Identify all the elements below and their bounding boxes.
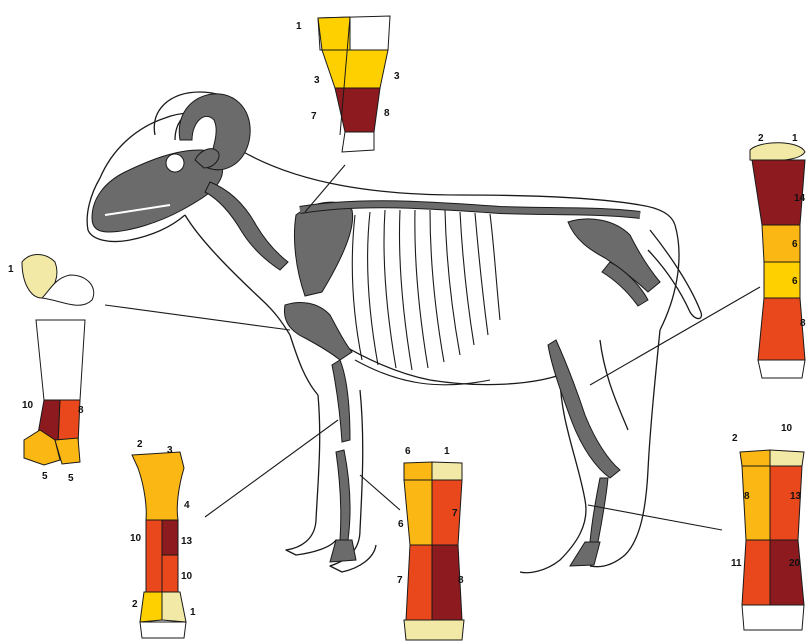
label-sc-6a: 6 <box>792 239 798 250</box>
label-mc-1: 1 <box>296 21 302 32</box>
tibia <box>548 340 620 478</box>
hind-metatarsal <box>590 478 608 542</box>
label-ra-1: 1 <box>190 607 196 618</box>
scapula <box>294 202 352 296</box>
label-hu-10: 10 <box>22 400 34 411</box>
label-tb-8: 8 <box>744 491 750 502</box>
label-ra-2b: 2 <box>132 599 138 610</box>
label-hu-8: 8 <box>78 405 84 416</box>
label-mc-3r: 3 <box>394 71 400 82</box>
label-tb-10: 10 <box>781 423 793 434</box>
zone-tib-gold <box>742 466 770 540</box>
label-sc-6b: 6 <box>792 276 798 287</box>
zone-tib-maroon <box>770 540 804 605</box>
label-tb-11: 11 <box>731 558 742 569</box>
bone-metacarpal-top: 1 3 3 7 8 <box>296 16 400 152</box>
label-mc-8: 8 <box>384 108 390 119</box>
label-tb-2: 2 <box>732 433 738 444</box>
label-mt-6b: 6 <box>398 519 404 530</box>
humerus <box>284 302 352 360</box>
zone-tib-cream <box>770 450 804 466</box>
label-mc-3l: 3 <box>314 75 320 86</box>
label-mc-7: 7 <box>311 111 317 122</box>
label-ra-10a: 10 <box>130 533 142 544</box>
zone-tib-orange <box>742 540 770 605</box>
zone-radius-orange <box>146 520 162 592</box>
label-mt-7b: 7 <box>397 575 403 586</box>
zone-metacarpal-yellow <box>318 17 350 50</box>
label-ra-3: 3 <box>167 445 173 456</box>
ribs <box>352 210 500 385</box>
label-ra-2a: 2 <box>137 439 143 450</box>
label-hu-1: 1 <box>8 264 14 275</box>
zone-mt-gold <box>404 462 432 480</box>
label-ra-13: 13 <box>181 536 193 547</box>
label-sc-1: 1 <box>792 133 798 144</box>
label-mt-1: 1 <box>444 446 450 457</box>
bone-metatarsal: 6 1 6 7 7 8 <box>397 446 464 640</box>
cervical-vertebrae <box>205 182 288 270</box>
zone-mt-base <box>404 620 464 640</box>
zone-tib-orange-top <box>770 466 802 540</box>
bone-tibia: 2 10 8 13 11 20 <box>731 423 804 630</box>
radius-ulna <box>332 360 350 442</box>
bone-radius: 2 3 4 10 13 10 2 1 <box>130 439 196 638</box>
bone-humerus: 1 10 8 5 5 <box>8 255 94 485</box>
zone-tib-gold-top <box>740 450 770 466</box>
label-mt-8: 8 <box>458 575 464 586</box>
label-mt-6a: 6 <box>405 446 411 457</box>
zone-radius-cream <box>162 592 186 622</box>
label-mt-7a: 7 <box>452 508 458 519</box>
front-metacarpal <box>336 450 350 540</box>
zone-scapula-cream <box>750 143 805 161</box>
zone-mt-cream <box>432 462 462 480</box>
zone-radius-maroon <box>162 520 178 555</box>
zone-radius-gold-top <box>132 452 184 520</box>
label-hu-5r: 5 <box>68 473 74 484</box>
label-tb-13: 13 <box>790 491 802 502</box>
zone-radius-yellow <box>140 592 162 622</box>
label-tb-20: 20 <box>789 558 801 569</box>
label-sc-14: 14 <box>794 193 806 204</box>
label-ra-10b: 10 <box>181 571 193 582</box>
label-sc-8: 8 <box>800 318 806 329</box>
label-sc-2: 2 <box>758 133 764 144</box>
bone-scapula: 2 1 14 6 6 8 <box>750 133 806 378</box>
label-hu-5l: 5 <box>42 471 48 482</box>
zone-scapula-orange <box>758 298 805 360</box>
label-ra-4: 4 <box>184 500 190 511</box>
